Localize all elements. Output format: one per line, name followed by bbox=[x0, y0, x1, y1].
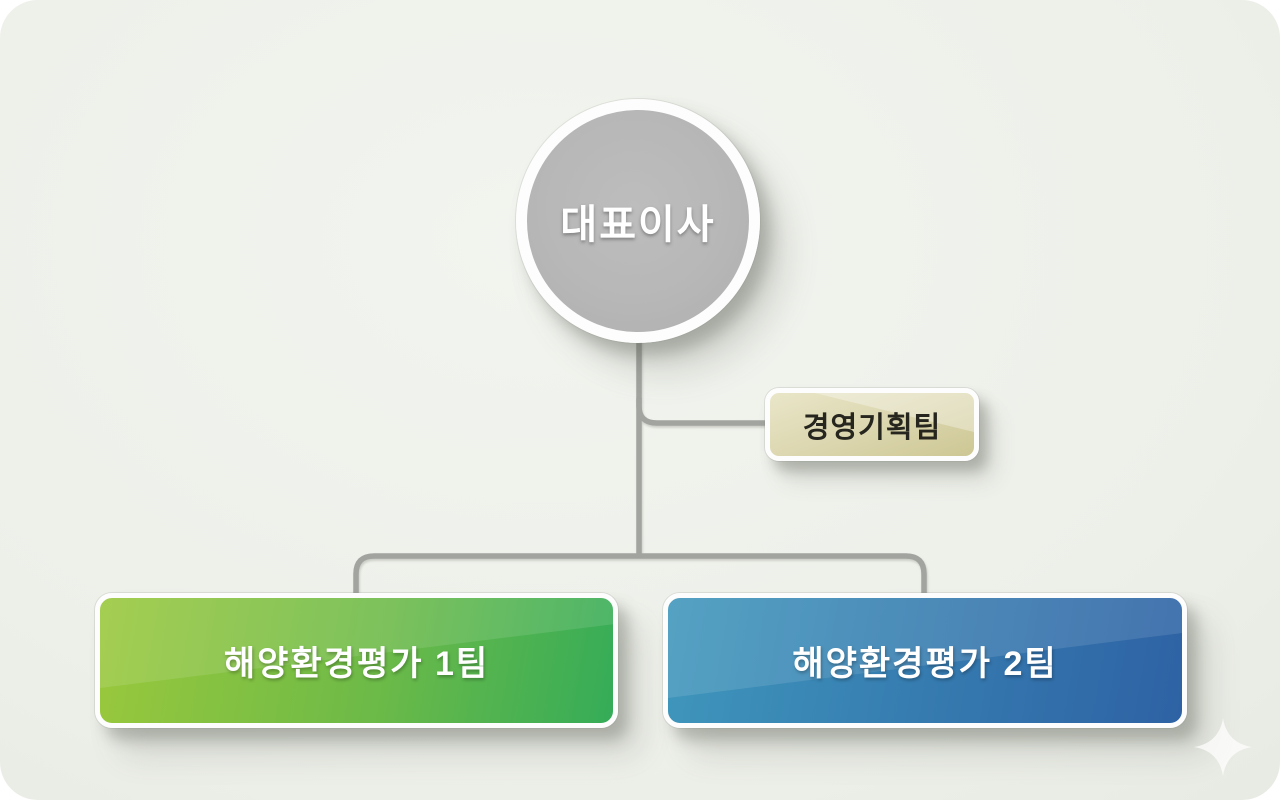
node-marine-env-assessment-team-1-label: 해양환경평가 1팀 bbox=[223, 645, 490, 683]
node-ceo-label: 대표이사 bbox=[560, 203, 716, 247]
node-marine-env-assessment-team-1: 해양환경평가 1팀 bbox=[95, 593, 618, 728]
node-management-planning-team-label: 경영기획팀 bbox=[802, 411, 942, 444]
node-ceo: 대표이사 bbox=[516, 99, 760, 343]
node-marine-env-assessment-team-2-label: 해양환경평가 2팀 bbox=[792, 645, 1058, 683]
node-marine-env-assessment-team-2: 해양환경평가 2팀 bbox=[663, 593, 1187, 728]
sparkle-icon bbox=[1194, 718, 1252, 776]
node-management-planning-team: 경영기획팀 bbox=[765, 388, 979, 461]
